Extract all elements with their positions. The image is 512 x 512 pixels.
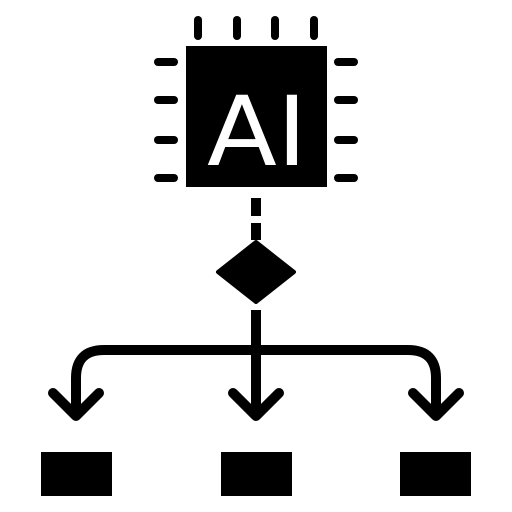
down-arrow-icon-center	[228, 388, 284, 421]
branch-path	[71, 345, 441, 415]
chip-pins-top	[194, 16, 318, 40]
output-block-right	[400, 452, 471, 496]
down-arrow-icon-right	[408, 388, 464, 421]
chip-pins-left	[154, 58, 178, 182]
ai-chip-icon	[186, 46, 327, 187]
chip-pins-right	[334, 58, 358, 182]
diamond-icon	[216, 240, 296, 304]
down-arrow-icon-left	[48, 388, 104, 421]
output-block-left	[41, 452, 112, 496]
output-block-center	[221, 452, 292, 496]
output-blocks	[41, 452, 471, 496]
chip-label: AI	[207, 76, 307, 188]
arrow-heads	[48, 388, 464, 421]
